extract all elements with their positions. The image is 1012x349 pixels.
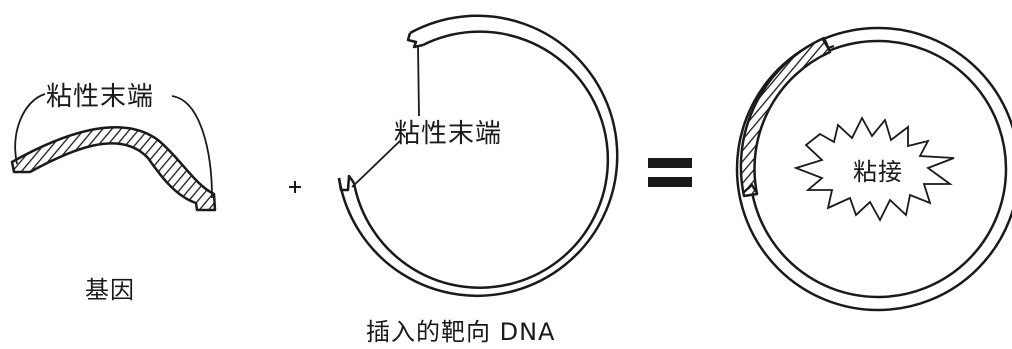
target-sticky-end-pointers xyxy=(351,45,420,188)
ligation-burst xyxy=(793,116,955,222)
target-dna-label: 插入的靶向 DNA xyxy=(366,318,556,346)
ligation-label: 粘接 xyxy=(853,158,903,186)
equals-sign xyxy=(648,158,692,187)
target-sticky-end-label: 粘性末端 xyxy=(394,119,503,149)
target-dna-ring xyxy=(337,14,619,298)
plus-sign xyxy=(289,181,301,193)
gene-sticky-end-bracket xyxy=(14,93,213,199)
recombinant-dna-ring xyxy=(735,26,1012,312)
gene-sticky-end-label: 粘性末端 xyxy=(46,82,155,112)
gene-label: 基因 xyxy=(85,276,135,304)
gene-fragment xyxy=(10,126,217,212)
